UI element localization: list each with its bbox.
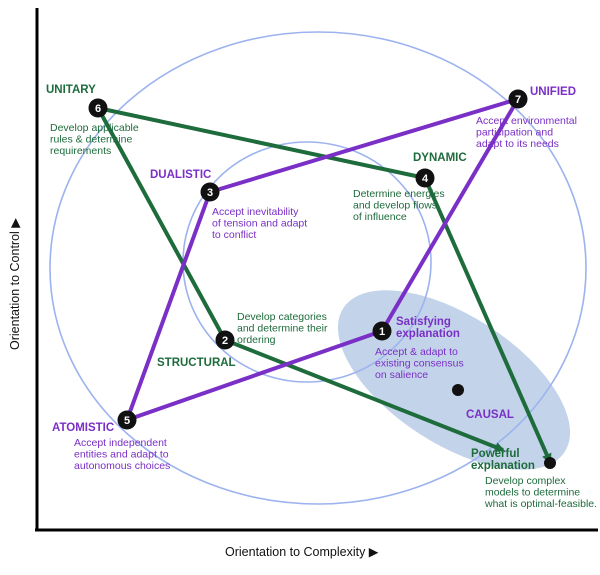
unified-label: UNIFIED xyxy=(530,86,576,98)
text-line: autonomous choices xyxy=(74,460,170,472)
text-line: explanation xyxy=(396,328,460,340)
edge-6-4 xyxy=(97,106,427,182)
causal-ellipse xyxy=(337,290,571,470)
node-3-number: 3 xyxy=(207,187,213,199)
text-line: to conflict xyxy=(212,229,256,241)
edge-1-7 xyxy=(380,97,520,333)
node-6: 6 xyxy=(88,98,108,118)
node-3: 3 xyxy=(200,182,220,202)
node-1-number: 1 xyxy=(379,326,385,338)
powerful-node xyxy=(544,457,556,469)
text-line: ordering xyxy=(237,334,276,346)
text-line: Accept inevitability xyxy=(212,206,299,218)
text-line: participation and xyxy=(476,127,553,139)
node-5: 5 xyxy=(117,410,137,430)
text-line: Accept independent xyxy=(74,437,167,449)
node-2: 2 xyxy=(215,330,235,350)
unitary-label: UNITARY xyxy=(46,84,96,96)
x-axis-label: Orientation to Complexity ▶ xyxy=(225,545,379,559)
text-line: and develop flows xyxy=(353,200,437,212)
text-line: rules & determine xyxy=(50,134,132,146)
text-line: entities and adapt to xyxy=(74,449,169,461)
node-5-number: 5 xyxy=(124,415,130,427)
dualistic-label: DUALISTIC xyxy=(150,169,211,181)
node-2-number: 2 xyxy=(222,335,228,347)
outer-circle xyxy=(49,31,587,505)
node-6-number: 6 xyxy=(95,103,101,115)
y-axis-label: Orientation to Control ▶ xyxy=(8,218,22,350)
text-line: Satisfying xyxy=(396,316,451,328)
text-line: Powerful xyxy=(471,448,520,460)
node-1: 1 xyxy=(372,321,392,341)
causal-label: CAUSAL xyxy=(466,409,514,421)
text-line: Determine energies xyxy=(353,188,445,200)
node-4-number: 4 xyxy=(422,173,429,185)
text-line: Develop categories xyxy=(237,311,327,323)
causal-node xyxy=(452,384,464,396)
text-line: Accept environmental xyxy=(476,115,577,127)
text-line: models to determine xyxy=(485,487,580,499)
atomistic-label: ATOMISTIC xyxy=(52,422,114,434)
text-line: Develop complex xyxy=(485,475,566,487)
text-line: Develop applicable xyxy=(50,122,139,134)
text-line: Accept & adapt to xyxy=(375,346,458,358)
text-line: of influence xyxy=(353,211,407,223)
edge-5-1 xyxy=(126,328,384,422)
structural-label: STRUCTURAL xyxy=(157,357,236,369)
node-7: 7 xyxy=(508,89,528,109)
text-line: adapt to its needs xyxy=(476,138,559,150)
text-line: explanation xyxy=(471,460,535,472)
text-line: on salience xyxy=(375,369,428,381)
edge-3-7 xyxy=(209,97,519,194)
text-line: what is optimal-feasible. xyxy=(484,498,597,510)
text-line: of tension and adapt xyxy=(212,218,307,230)
text-line: existing consensus xyxy=(375,358,464,370)
node-7-number: 7 xyxy=(515,94,521,106)
edge-6-2 xyxy=(96,107,227,341)
node-4: 4 xyxy=(415,168,435,188)
text-line: requirements xyxy=(50,145,111,157)
dynamic-label: DYNAMIC xyxy=(413,152,467,164)
edge-2-powerful xyxy=(224,338,505,452)
edge-3-5 xyxy=(125,191,212,421)
text-line: and determine their xyxy=(237,323,328,335)
